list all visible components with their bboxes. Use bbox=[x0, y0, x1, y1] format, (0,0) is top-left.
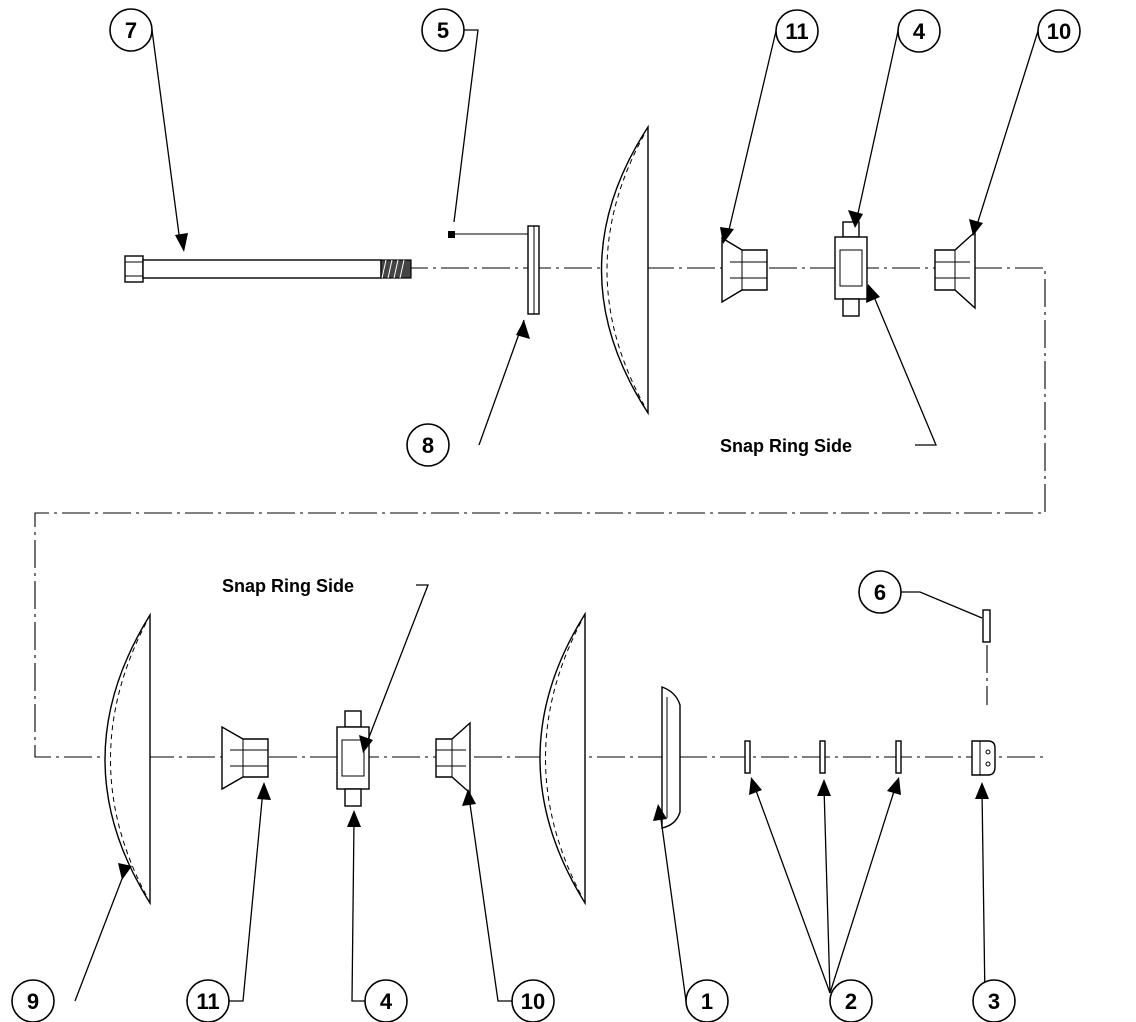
svg-text:4: 4 bbox=[913, 19, 926, 44]
center-line bbox=[34, 267, 1046, 758]
balloon-11-bottom: 11 bbox=[186, 979, 230, 1022]
part-bearing-top bbox=[721, 236, 768, 304]
balloon-10-bottom: 10 bbox=[511, 979, 555, 1022]
svg-text:6: 6 bbox=[874, 580, 886, 605]
svg-text:2: 2 bbox=[845, 989, 857, 1014]
balloon-1-bottom: 1 bbox=[685, 979, 729, 1022]
part-set-screw bbox=[448, 231, 455, 238]
svg-text:9: 9 bbox=[27, 989, 39, 1014]
svg-text:5: 5 bbox=[437, 18, 449, 43]
balloon-2-bottom: 2 bbox=[829, 979, 873, 1022]
part-spindle-top bbox=[834, 221, 868, 317]
part-nut bbox=[971, 740, 996, 776]
part-disc-top bbox=[600, 124, 649, 416]
svg-text:3: 3 bbox=[988, 989, 1000, 1014]
arrowheads bbox=[118, 210, 989, 880]
note-snap-ring-side-top: Snap Ring Side bbox=[720, 436, 852, 456]
balloon-5-top: 5 bbox=[421, 8, 465, 52]
part-cap bbox=[661, 686, 681, 829]
balloon-10-top: 10 bbox=[1037, 9, 1081, 53]
part-disc-bottom bbox=[539, 611, 586, 906]
balloon-11-top: 11 bbox=[775, 9, 819, 53]
part-flange-top bbox=[934, 230, 976, 310]
part-spindle-bottom bbox=[336, 710, 370, 807]
part-shim-2 bbox=[819, 740, 826, 774]
balloon-9-bottom: 9 bbox=[11, 979, 55, 1022]
svg-text:11: 11 bbox=[196, 989, 219, 1014]
note-snap-ring-side-bottom: Snap Ring Side bbox=[222, 576, 354, 596]
svg-text:11: 11 bbox=[785, 19, 808, 44]
balloon-6-bottom: 6 bbox=[858, 570, 902, 614]
part-bolt bbox=[124, 255, 412, 283]
leader-lines bbox=[74, 29, 1039, 1002]
balloon-4-bottom: 4 bbox=[364, 979, 408, 1022]
part-snap-ring bbox=[982, 609, 991, 643]
svg-text:8: 8 bbox=[422, 433, 434, 458]
balloon-4-top: 4 bbox=[897, 9, 941, 53]
part-shim-3 bbox=[895, 740, 902, 774]
part-disc-large bbox=[104, 612, 151, 906]
part-flange-bottom bbox=[435, 721, 471, 795]
svg-text:10: 10 bbox=[521, 989, 545, 1014]
svg-text:4: 4 bbox=[380, 989, 393, 1014]
svg-text:1: 1 bbox=[701, 989, 713, 1014]
part-shim-1 bbox=[744, 740, 751, 774]
balloon-3-bottom: 3 bbox=[972, 979, 1016, 1022]
balloon-8-top: 8 bbox=[406, 423, 450, 467]
part-bearing-bottom bbox=[221, 725, 269, 791]
balloon-7-top: 7 bbox=[109, 8, 153, 52]
svg-text:7: 7 bbox=[125, 18, 137, 43]
svg-text:10: 10 bbox=[1047, 19, 1071, 44]
part-plate bbox=[527, 225, 540, 315]
